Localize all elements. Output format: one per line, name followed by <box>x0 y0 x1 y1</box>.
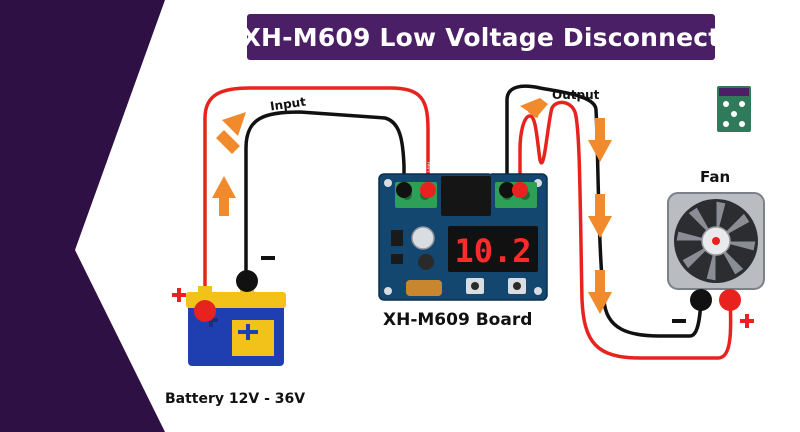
board-mount-hole <box>534 287 542 295</box>
fan-minus-sign <box>672 319 686 323</box>
battery <box>186 284 286 366</box>
display-value: 10.2 <box>454 232 531 270</box>
page-title: XH-M609 Low Voltage Disconnect <box>241 22 721 52</box>
input-negative-plug <box>396 182 412 198</box>
output-arrow-down-3 <box>588 270 612 314</box>
output-positive-plug <box>512 182 528 198</box>
inductor-coil <box>406 280 442 296</box>
capacitor <box>418 254 434 270</box>
title-banner: XH-M609 Low Voltage Disconnect <box>242 14 720 60</box>
output-negative-plug <box>499 182 515 198</box>
battery-post-positive <box>198 286 212 294</box>
battery-positive-terminal <box>194 300 216 322</box>
fan <box>667 192 765 290</box>
output-arrow-down-2 <box>588 194 612 238</box>
output-arrow-down-1 <box>588 118 612 162</box>
fan-negative-terminal <box>690 289 712 311</box>
fan-plus-sign <box>740 314 754 328</box>
input-arrow-diagonal <box>216 112 246 154</box>
battery-label-area <box>232 320 274 356</box>
battery-negative-terminal <box>236 270 258 292</box>
battery-plus-sign <box>172 288 186 302</box>
output-arrow-diagonal <box>520 98 548 118</box>
input-positive-plug <box>420 182 436 198</box>
board-mount-hole <box>384 179 392 187</box>
output-wire-label: Output <box>552 88 600 102</box>
capacitor <box>411 226 435 250</box>
fan-positive-terminal <box>719 289 741 311</box>
led-display <box>448 226 538 272</box>
input-positive-wire <box>203 86 430 310</box>
battery-minus-sign <box>261 256 275 260</box>
relay <box>441 176 491 216</box>
input-negative-wire <box>244 110 406 278</box>
board-label: XH-M609 Board <box>383 310 533 330</box>
left-purple-band <box>0 0 165 432</box>
logo-card <box>717 86 751 132</box>
terminal-out-label: VOUT <box>489 157 496 174</box>
output-positive-wire <box>518 100 733 360</box>
terminal-in-label: VIN <box>427 162 434 172</box>
xh-m609-board: VIN VOUT 10.2 <box>378 157 548 301</box>
battery-label: Battery 12V - 36V <box>165 391 306 407</box>
board-mount-hole <box>384 287 392 295</box>
chip <box>391 254 403 264</box>
fan-label: Fan <box>700 168 731 186</box>
chip <box>391 230 403 246</box>
input-arrow-up <box>212 176 236 216</box>
